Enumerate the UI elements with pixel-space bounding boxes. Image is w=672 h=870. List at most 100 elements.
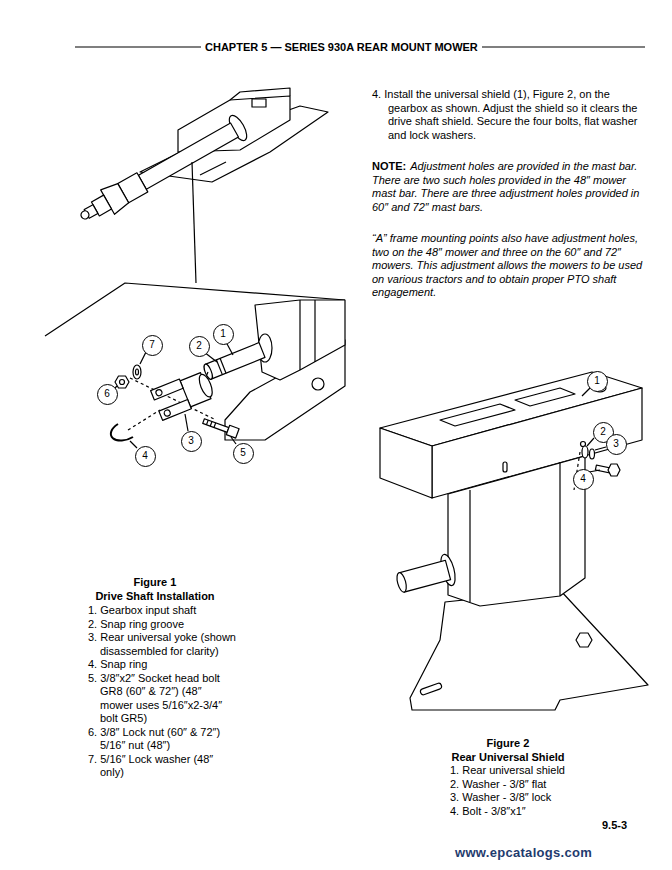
callout-number: 7 bbox=[149, 340, 155, 350]
universal-yoke bbox=[159, 399, 191, 420]
chapter-header: CHAPTER 5 — SERIES 930A REAR MOUNT MOWER bbox=[201, 40, 482, 54]
input-shaft bbox=[202, 343, 265, 381]
callout-circle: 2 bbox=[189, 336, 210, 357]
watermark-block: www.epcatalogs.com bbox=[455, 846, 660, 861]
shield-hardware bbox=[590, 449, 595, 459]
leader-lines-fig1 bbox=[185, 414, 188, 431]
leader-lines-fig1 bbox=[115, 342, 236, 448]
callout-number: 4 bbox=[580, 474, 586, 484]
socket-bolt bbox=[226, 425, 239, 438]
drive-shaft bbox=[80, 209, 91, 220]
figure-caption-block: Figure 1Drive Shaft Installation bbox=[55, 576, 255, 603]
callout-circle: 7 bbox=[142, 335, 163, 356]
gearbox-shaft-fig2 bbox=[395, 572, 408, 593]
lock-nut bbox=[115, 376, 129, 388]
callout-number: 6 bbox=[104, 389, 110, 399]
parts-list-item: 7. 5/16″ Lock washer (48″ only) bbox=[88, 753, 236, 780]
socket-bolt bbox=[203, 419, 229, 433]
gearbox-overview bbox=[200, 162, 226, 175]
drive-shaft bbox=[138, 123, 238, 189]
gearbox-fig2 bbox=[420, 682, 443, 695]
note-text: “A” frame mounting points also have adju… bbox=[372, 232, 642, 298]
figure-caption: Figure 1 bbox=[55, 576, 255, 590]
callout-number: 2 bbox=[196, 341, 202, 351]
watermark: www.epcatalogs.com bbox=[455, 845, 592, 860]
lock-nut bbox=[115, 376, 129, 388]
callout-circle: 1 bbox=[213, 324, 234, 345]
leader-lines-fig1 bbox=[231, 437, 236, 444]
gearbox-fig2 bbox=[469, 490, 470, 602]
callout-number: 1 bbox=[220, 329, 226, 339]
gearbox-detail bbox=[312, 378, 324, 390]
gearbox-detail bbox=[299, 300, 300, 370]
callout-number: 3 bbox=[613, 439, 619, 449]
gearbox-fig2 bbox=[410, 590, 648, 710]
parts-list-item: 4. Bolt - 3/8″x1″ bbox=[450, 805, 650, 819]
input-shaft bbox=[205, 343, 265, 380]
universal-yoke bbox=[163, 409, 171, 417]
universal-yoke bbox=[155, 389, 163, 397]
leader-lines-fig1 bbox=[130, 441, 137, 448]
callout-number: 1 bbox=[594, 376, 600, 386]
assembly-lines bbox=[128, 372, 216, 430]
callout-number: 2 bbox=[600, 427, 606, 437]
gearbox-detail bbox=[314, 300, 315, 362]
parts-list-item-block: 1. Gearbox input shaft2. Snap ring groov… bbox=[88, 604, 236, 780]
parts-list-item: 1. Rear universal shield bbox=[450, 764, 650, 778]
callout-number: 4 bbox=[142, 451, 148, 461]
lock-nut bbox=[120, 380, 125, 385]
socket-bolt bbox=[202, 416, 239, 438]
detail-lines bbox=[192, 162, 196, 283]
instruction-step-block: 4. Install the universal shield (1), Fig… bbox=[372, 88, 648, 142]
socket-bolt bbox=[214, 423, 216, 428]
figure-caption: Rear Universal Shield bbox=[418, 751, 598, 765]
figure-caption: Figure 2 bbox=[418, 737, 598, 751]
callout-circle: 4 bbox=[135, 446, 156, 467]
shield-hardware bbox=[582, 446, 588, 458]
callout-number: 3 bbox=[188, 436, 194, 446]
leader-lines-fig2 bbox=[587, 438, 594, 446]
parts-list-item: 5. 3/8″x2″ Socket head bolt GR8 (60″ & 7… bbox=[88, 672, 236, 726]
page-number: 9.5-3 bbox=[602, 819, 627, 831]
shield-hardware bbox=[608, 464, 620, 476]
callout-circle: 1 bbox=[587, 371, 608, 392]
figure-caption: Drive Shaft Installation bbox=[55, 590, 255, 604]
parts-list-item: 3. Washer - 3/8″ lock bbox=[450, 791, 650, 805]
gearbox-fig2 bbox=[576, 633, 592, 647]
gearbox-fig2 bbox=[448, 456, 585, 606]
note-text: Adjustment holes are provided in the mas… bbox=[372, 160, 639, 213]
universal-shield bbox=[515, 388, 575, 406]
parts-list-item-block: 1. Rear universal shield2. Washer - 3/8″… bbox=[450, 764, 650, 818]
page-number-block: 9.5-3 bbox=[602, 819, 652, 833]
parts-list-item: 1. Gearbox input shaft bbox=[88, 604, 236, 618]
callout-circle: 3 bbox=[606, 434, 627, 455]
lock-washer bbox=[133, 365, 141, 379]
lock-washer bbox=[133, 365, 141, 379]
gearbox-fig2 bbox=[559, 462, 560, 596]
parts-list-item: 2. Washer - 3/8″ flat bbox=[450, 778, 650, 792]
gearbox-detail bbox=[255, 300, 345, 380]
callout-circle: 6 bbox=[97, 384, 118, 405]
callout-circle: 3 bbox=[181, 431, 202, 452]
universal-yoke bbox=[151, 379, 183, 400]
universal-yoke bbox=[197, 373, 215, 399]
snap-ring bbox=[111, 424, 133, 441]
note-text-block: NOTE:Adjustment holes are provided in th… bbox=[372, 160, 648, 214]
lock-washer bbox=[136, 369, 139, 375]
parts-list-item: 3. Rear universal yoke (shown disassembl… bbox=[88, 631, 236, 658]
parts-list-item: 4. Snap ring bbox=[88, 658, 236, 672]
callout-circle: 5 bbox=[233, 443, 254, 464]
figure-caption-block: Figure 2Rear Universal Shield bbox=[418, 737, 598, 764]
callout-circle: 4 bbox=[573, 469, 594, 490]
gearbox-shaft-fig2 bbox=[394, 553, 458, 599]
universal-shield bbox=[503, 462, 507, 472]
gearbox-fig2 bbox=[410, 456, 648, 710]
snap-ring bbox=[111, 424, 133, 441]
input-shaft bbox=[216, 360, 222, 375]
note-text-block: “A” frame mounting points also have adju… bbox=[372, 232, 648, 300]
note-text: NOTE: bbox=[372, 160, 406, 172]
leader-lines-fig2 bbox=[595, 447, 606, 450]
drive-shaft bbox=[75, 113, 251, 229]
parts-list-item: 6. 3/8″ Lock nut (60″ & 72″) 5/16″ nut (… bbox=[88, 726, 236, 753]
